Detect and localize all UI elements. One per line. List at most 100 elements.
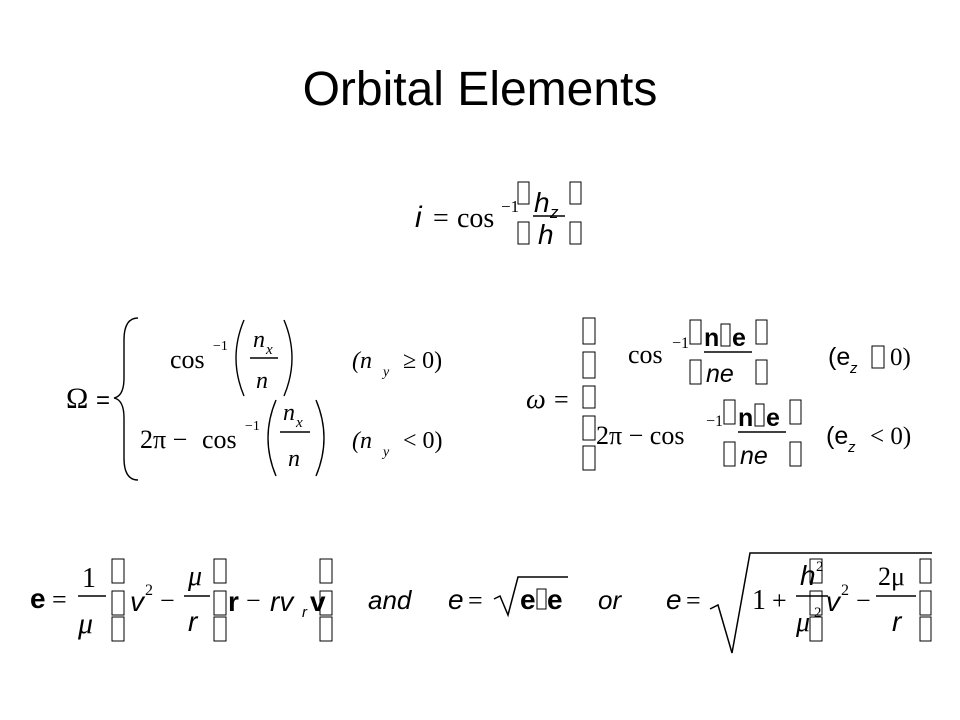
inc-num: h xyxy=(534,187,550,218)
ecc-rv-sub: r xyxy=(302,604,308,621)
missing-glyph-box xyxy=(111,616,125,642)
raan-lhs: Ω xyxy=(66,382,88,415)
missing-glyph-box xyxy=(319,616,333,642)
inc-eq: = xyxy=(433,203,449,234)
ecc-r-bold: r xyxy=(228,586,239,617)
argp-num-n-2: n xyxy=(738,404,753,432)
ecc-and: and xyxy=(368,585,413,615)
raan-eq: = xyxy=(96,387,110,414)
ecc-plus: + xyxy=(772,586,787,615)
raan-inv: −1 xyxy=(213,339,228,354)
ecc-eq-3: = xyxy=(686,586,701,615)
missing-glyph-box xyxy=(569,181,582,205)
raan-cond1: (n xyxy=(352,348,372,374)
raan-num: n xyxy=(253,327,265,353)
missing-glyph-box xyxy=(755,359,768,385)
raan-cond2-rel: < 0) xyxy=(403,428,443,454)
ecc-dot-e2: e xyxy=(547,584,563,615)
ecc-v: v xyxy=(130,586,146,617)
ecc-v-2: v xyxy=(826,586,842,617)
missing-glyph-box xyxy=(517,221,530,245)
inc-cos: cos xyxy=(457,203,494,234)
raan-cond2-sub: y xyxy=(381,445,390,460)
argp-den: ne xyxy=(706,360,734,388)
missing-glyph-box xyxy=(723,441,736,467)
ecc-rv: rv xyxy=(270,586,295,617)
ecc-or: or xyxy=(598,585,622,615)
ecc-sqrt-small xyxy=(493,576,568,618)
ecc-minus-1: − xyxy=(160,586,175,615)
raan-case2-prefix: 2π − xyxy=(140,425,187,454)
missing-glyph-box xyxy=(536,588,547,610)
slide-title: Orbital Elements xyxy=(302,63,658,116)
ecc-mu-den: μ xyxy=(795,607,810,638)
raan-cos-2: cos xyxy=(202,425,237,454)
ecc-mu-sq: 2 xyxy=(814,605,822,621)
inc-den: h xyxy=(538,219,554,250)
missing-glyph-box xyxy=(919,590,932,616)
ecc-one-2: 1 xyxy=(752,585,766,616)
missing-glyph-box xyxy=(517,181,530,205)
missing-glyph-box xyxy=(871,345,885,369)
raan-num-sub-2: x xyxy=(295,415,303,431)
ecc-r-den-2: r xyxy=(892,606,903,637)
raan-paren-left-2 xyxy=(267,399,277,477)
ecc-minus-2: − xyxy=(246,586,261,615)
ecc-e-mag-2: e xyxy=(666,584,682,615)
ecc-v-sq: 2 xyxy=(145,582,153,599)
ecc-eq-2: = xyxy=(468,586,483,615)
argp-cond2-rel: < 0) xyxy=(870,423,911,450)
inc-inv: −1 xyxy=(501,197,519,216)
missing-glyph-box xyxy=(582,385,596,409)
argp-inv-2: −1 xyxy=(706,413,723,430)
missing-glyph-box xyxy=(919,616,932,642)
ecc-v-sq-2: 2 xyxy=(841,582,849,599)
ecc-minus-3: − xyxy=(856,586,871,615)
missing-glyph-box xyxy=(689,319,702,345)
ecc-e-mag: e xyxy=(448,584,464,615)
missing-glyph-box xyxy=(582,317,596,345)
argp-equation: ω = cos −1 n e ne (e z 0) 2π − cos −1 n … xyxy=(526,317,911,471)
argp-cond1-rel: 0) xyxy=(890,344,911,371)
ecc-r-den: r xyxy=(188,606,199,637)
argp-inv: −1 xyxy=(672,335,689,352)
inclination-equation: i = cos −1 h z h xyxy=(415,181,582,250)
raan-brace xyxy=(113,317,139,481)
missing-glyph-box xyxy=(111,590,125,616)
missing-glyph-box xyxy=(755,319,768,345)
argp-cond1-sub: z xyxy=(849,360,858,377)
missing-glyph-box xyxy=(809,616,823,642)
argp-num-n: n xyxy=(704,324,719,352)
missing-glyph-box xyxy=(809,590,823,616)
missing-glyph-box xyxy=(319,590,333,616)
argp-case2-prefix: 2π − cos xyxy=(596,421,684,450)
ecc-mu-num: μ xyxy=(187,561,202,592)
ecc-dot-e1: e xyxy=(520,584,536,615)
missing-glyph-box xyxy=(582,351,596,379)
argp-den-2: ne xyxy=(740,442,768,470)
missing-glyph-box xyxy=(789,399,802,425)
missing-glyph-box xyxy=(582,415,596,441)
missing-glyph-box xyxy=(809,558,823,584)
ecc-h-sq: 2 xyxy=(816,559,824,575)
argp-cond2: (e xyxy=(826,422,848,450)
ecc-two-mu: 2μ xyxy=(878,562,905,591)
missing-glyph-box xyxy=(754,403,765,427)
ecc-mu: μ xyxy=(77,607,93,640)
raan-inv-2: −1 xyxy=(245,419,260,434)
missing-glyph-box xyxy=(582,445,596,471)
missing-glyph-box xyxy=(723,399,736,425)
argp-num-e-2: e xyxy=(766,404,780,432)
raan-den-2: n xyxy=(288,446,300,472)
missing-glyph-box xyxy=(720,323,731,347)
inc-lhs: i xyxy=(415,201,423,234)
argp-num-e: e xyxy=(732,324,746,352)
argp-cond2-sub: z xyxy=(847,439,856,456)
raan-cos: cos xyxy=(170,345,205,374)
missing-glyph-box xyxy=(689,359,702,385)
raan-cond1-sub: y xyxy=(381,365,390,380)
raan-num-sub: x xyxy=(265,342,273,358)
missing-glyph-box xyxy=(111,558,125,584)
missing-glyph-box xyxy=(569,221,582,245)
argp-eq: = xyxy=(554,385,569,414)
